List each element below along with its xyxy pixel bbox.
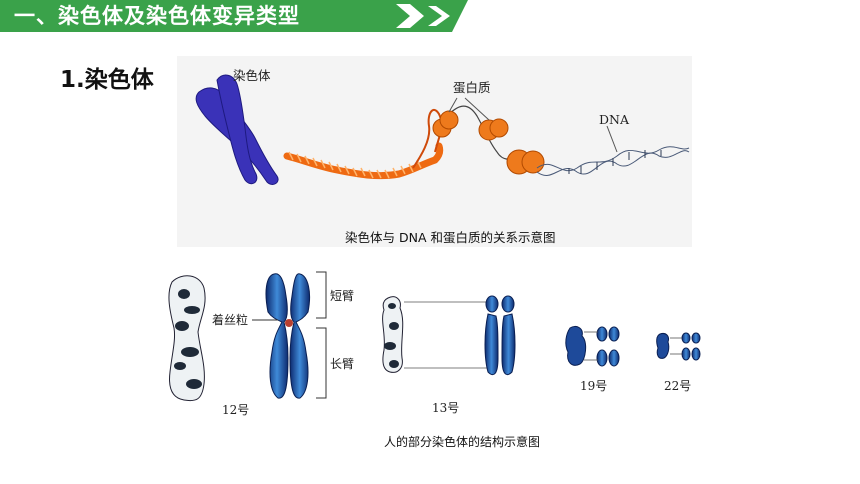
chevron-right-icon	[428, 6, 450, 26]
short-arm-label: 短臂	[330, 289, 354, 303]
chr12-label: 12号	[222, 403, 249, 417]
nucleosome-beads	[432, 110, 545, 175]
chromosome-label: 染色体	[233, 68, 271, 83]
chr13-label: 13号	[432, 401, 459, 415]
chromosome-dna-illustration: 染色体 蛋白质 DNA 染色体与 DNA 和蛋白质的关系示意图	[195, 68, 690, 245]
chromosome-structure-illustration: 12号 着丝粒 短臂 长臂	[168, 271, 701, 449]
chromosome-19	[565, 325, 620, 367]
figure-bottom-caption: 人的部分染色体的结构示意图	[384, 434, 540, 449]
human-chromosomes-figure: 12号 着丝粒 短臂 长臂	[160, 262, 720, 452]
chromosome-dna-protein-figure: 染色体 蛋白质 DNA 染色体与 DNA 和蛋白质的关系示意图	[177, 56, 692, 247]
chr22-label: 22号	[664, 379, 691, 393]
page-title: 一、染色体及染色体变异类型	[14, 4, 300, 28]
chromosome-13-banded	[382, 296, 404, 373]
chromosome-22	[656, 332, 701, 361]
long-arm-label: 长臂	[330, 357, 354, 371]
dna-double-helix	[536, 146, 690, 176]
figure-top-caption: 染色体与 DNA 和蛋白质的关系示意图	[345, 230, 555, 245]
header-banner	[0, 0, 468, 32]
chromosome-x-shape	[195, 74, 279, 185]
section-heading: 1.染色体	[60, 67, 154, 93]
chevron-right-icon	[396, 4, 424, 28]
chromosome-13-metaphase	[484, 295, 516, 376]
dna-label: DNA	[599, 112, 630, 127]
protein-label: 蛋白质	[453, 80, 491, 95]
chromosome-12-banded	[168, 275, 206, 402]
chromatin-fiber	[283, 142, 444, 180]
chromatin-coils	[288, 151, 422, 179]
chromosome-12-metaphase	[265, 273, 311, 399]
chr19-label: 19号	[580, 379, 607, 393]
centromere-label: 着丝粒	[212, 312, 248, 327]
